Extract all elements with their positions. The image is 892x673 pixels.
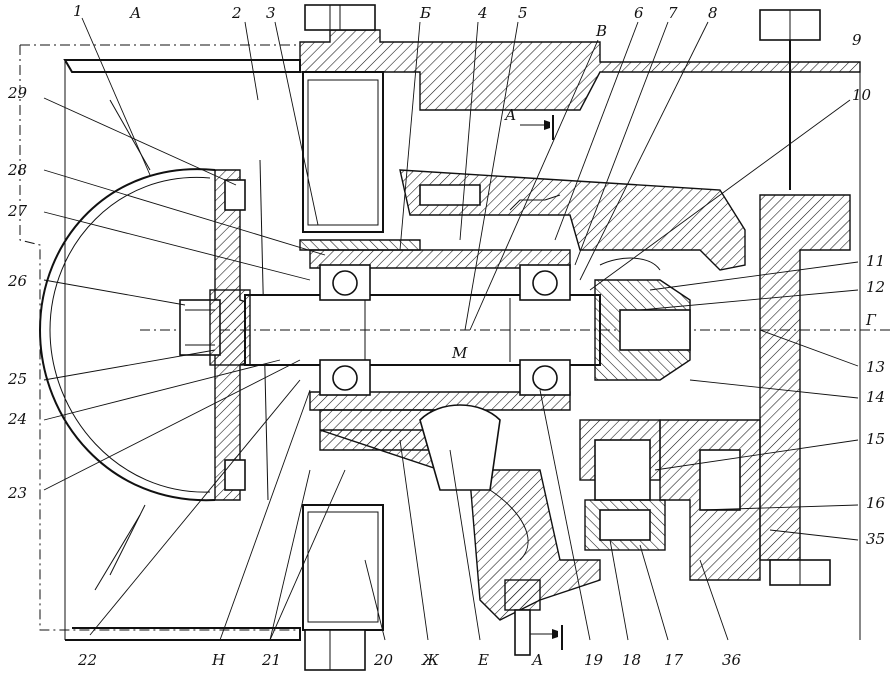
label-25: 25 <box>7 370 27 388</box>
label-10: 10 <box>852 86 872 104</box>
label-4: 4 <box>477 4 488 22</box>
label-section-A-top: А <box>504 106 516 124</box>
label-29: 29 <box>7 84 28 102</box>
label-24: 24 <box>7 410 27 428</box>
section-marker-bottom <box>530 625 563 650</box>
label-18: 18 <box>622 651 641 669</box>
label-11: 11 <box>866 252 885 270</box>
intermediate-housing <box>399 169 746 271</box>
shaft-front-nut <box>179 289 251 366</box>
lower-strut <box>319 404 601 621</box>
label-9: 9 <box>852 31 862 49</box>
label-6: 6 <box>634 4 644 22</box>
label-36: 36 <box>722 651 742 669</box>
label-E: Е <box>477 651 489 669</box>
label-35: 35 <box>866 530 885 548</box>
section-marker-top <box>520 115 554 140</box>
callout-labels: 1 А 2 3 Б 4 5 В 6 7 8 9 10 А 29 28 27 26… <box>7 2 886 669</box>
label-1: 1 <box>73 2 83 20</box>
drive-coupling <box>594 257 890 381</box>
label-G: Г <box>865 311 877 329</box>
label-28: 28 <box>7 161 27 179</box>
outer-boundary <box>19 44 300 631</box>
label-19: 19 <box>584 651 604 669</box>
label-14: 14 <box>866 388 885 406</box>
nose-cone <box>38 168 216 502</box>
label-23: 23 <box>7 484 27 502</box>
label-V: В <box>595 22 607 40</box>
label-27: 27 <box>7 202 28 220</box>
label-20: 20 <box>373 651 394 669</box>
label-26: 26 <box>7 272 28 290</box>
label-17: 17 <box>664 651 684 669</box>
front-bearing <box>319 264 371 396</box>
label-2: 2 <box>231 4 242 22</box>
label-21: 21 <box>261 651 281 669</box>
bottom-stud <box>504 579 541 656</box>
bottom-flange <box>304 629 366 671</box>
label-7: 7 <box>668 4 678 22</box>
label-16: 16 <box>866 494 886 512</box>
label-Zh: Ж <box>421 651 440 669</box>
right-flange <box>759 40 861 640</box>
label-3: 3 <box>266 4 276 22</box>
label-M: М <box>451 344 468 362</box>
label-12: 12 <box>866 278 885 296</box>
label-section-A-bottom: А <box>531 651 543 669</box>
label-15: 15 <box>866 430 885 448</box>
gear-assembly <box>579 419 761 581</box>
label-5: 5 <box>518 4 528 22</box>
label-A-top: А <box>129 4 141 22</box>
rear-bearing <box>519 264 571 396</box>
leader-lines <box>43 17 859 641</box>
label-8: 8 <box>708 4 718 22</box>
label-13: 13 <box>866 358 885 376</box>
label-22: 22 <box>77 651 97 669</box>
label-N: Н <box>211 651 226 669</box>
label-B: Б <box>419 4 431 22</box>
